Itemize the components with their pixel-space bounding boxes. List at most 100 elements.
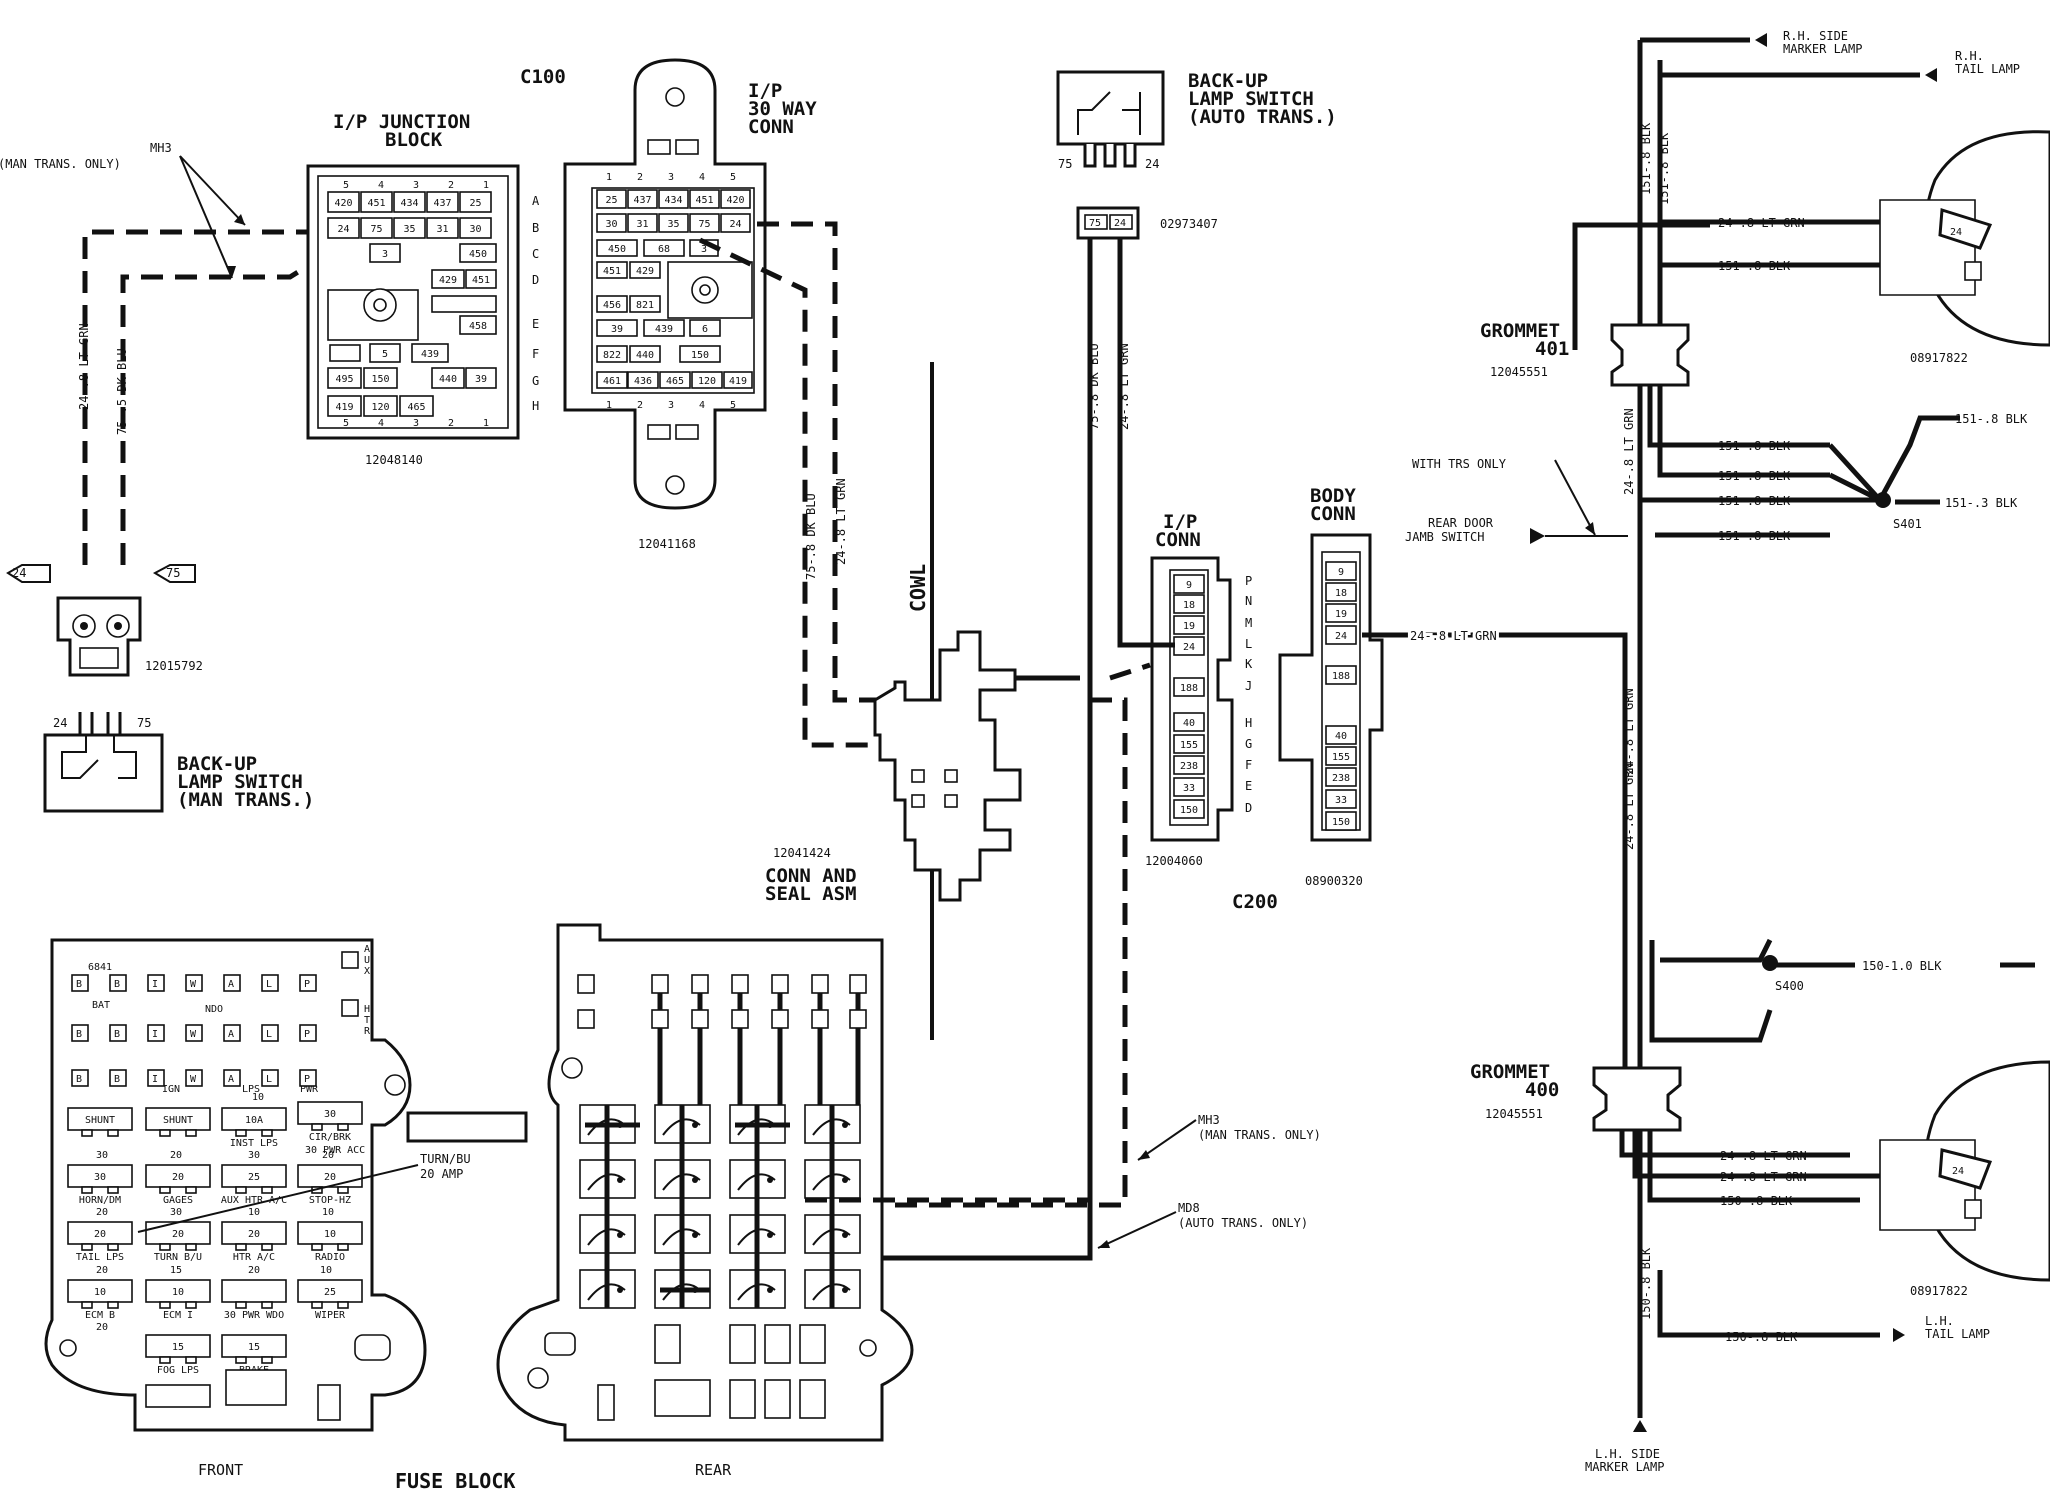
wire-label-151-d: 151-.8 BLK: [1718, 469, 1791, 483]
svg-text:434: 434: [664, 195, 682, 206]
fuse-label-htr: R: [364, 1026, 371, 1037]
w30-cell: 821: [629, 295, 661, 313]
svg-text:439: 439: [655, 324, 673, 335]
fuse-value: SHUNT: [163, 1115, 193, 1126]
svg-text:31: 31: [636, 219, 648, 230]
fuse-block-title: FUSE BLOCK: [395, 1469, 515, 1493]
conn-seal-part: 12041424: [773, 846, 831, 860]
w30-cell: 461: [596, 371, 628, 389]
fuse-terminal: L: [261, 1069, 279, 1087]
svg-text:18: 18: [1183, 600, 1195, 611]
body-conn-pin: 18: [1325, 582, 1357, 602]
jb-cell: 451: [465, 269, 497, 289]
svg-text:I/P: I/P: [1163, 511, 1197, 533]
svg-text:A: A: [228, 1074, 234, 1085]
jb-col-label: 1: [483, 180, 489, 191]
svg-text:155: 155: [1180, 740, 1198, 751]
fuse-value: 10: [324, 1229, 336, 1240]
jb-cell: 24: [327, 217, 360, 239]
fuse-block-rear: REAR: [496, 923, 1090, 1479]
rear-terminal: [849, 1009, 867, 1029]
wire-label-150-trunk: 150-.8 BLK: [1639, 1247, 1653, 1320]
svg-text:40: 40: [1183, 718, 1195, 729]
jb-row-label: A: [532, 194, 540, 208]
w30-col-label-bottom: 1: [606, 400, 612, 411]
svg-text:I: I: [152, 1074, 158, 1085]
ip-junction-block-part: 12048140: [365, 453, 423, 467]
fuse-value: 30: [324, 1109, 336, 1120]
svg-text:420: 420: [726, 195, 744, 206]
fuse-label: ECM B: [85, 1310, 115, 1321]
jb-cell: 5: [369, 343, 401, 363]
svg-text:9: 9: [1186, 580, 1192, 591]
fuse-value: 25: [248, 1172, 260, 1183]
w30-cell: 456: [596, 295, 628, 313]
wire-label-75-dk-blu-left: 75-.5 DK BLU: [115, 348, 129, 435]
fuse-value: 10A: [245, 1115, 263, 1126]
ip-30-way-part: 12041168: [638, 537, 696, 551]
fuse-sub-label: 20: [322, 1150, 334, 1161]
fuse-sub-label: 20: [96, 1322, 108, 1333]
svg-text:I/P: I/P: [748, 80, 782, 102]
wire-label-150-1: 150-1.0 BLK: [1862, 959, 1942, 973]
svg-text:120: 120: [371, 402, 389, 413]
w30-cell: 822: [596, 345, 628, 363]
rear-slot: [799, 1324, 826, 1364]
svg-text:(AUTO TRANS. ONLY): (AUTO TRANS. ONLY): [1178, 1216, 1308, 1230]
svg-text:25: 25: [469, 198, 481, 209]
fuse-label: AUX HTR A/C: [221, 1195, 287, 1206]
svg-text:TAIL LAMP: TAIL LAMP: [1925, 1327, 1990, 1341]
wire-label-151-a: 151-.8 BLK: [1639, 122, 1653, 195]
svg-text:25: 25: [605, 195, 617, 206]
jb-col-label: 5: [343, 180, 349, 191]
rh-side-marker-label: R.H. SIDE: [1783, 29, 1848, 43]
w30-cell: 451: [596, 261, 628, 279]
body-conn-pin: 40: [1325, 725, 1357, 745]
svg-text:(MAN TRANS. ONLY): (MAN TRANS. ONLY): [0, 157, 121, 171]
fuse-terminal: I: [147, 974, 165, 992]
svg-text:451: 451: [695, 195, 713, 206]
svg-text:401: 401: [1535, 338, 1569, 360]
jb-row-label: C: [532, 247, 539, 261]
svg-text:LAMP SWITCH: LAMP SWITCH: [177, 771, 303, 793]
fuse-label: HTR A/C: [233, 1252, 275, 1263]
wire-label-151-g: 151-.8 BLK: [1955, 412, 2028, 426]
svg-text:B: B: [76, 979, 82, 990]
fuse-value: 10: [94, 1287, 106, 1298]
svg-text:19: 19: [1335, 609, 1347, 620]
ip-conn-letter: F: [1245, 758, 1252, 772]
jb-cell: 420: [327, 191, 360, 213]
svg-text:439: 439: [421, 349, 439, 360]
rear-terminal: [811, 974, 829, 994]
fuse-sub-label: 10: [252, 1092, 264, 1103]
fuse-terminal: B: [109, 1024, 127, 1042]
svg-text:437: 437: [633, 195, 651, 206]
jb-row-label: H: [532, 399, 539, 413]
ip-conn-pin: 19: [1173, 615, 1205, 635]
w30-cell: 31: [627, 213, 658, 233]
body-conn-pin: 155: [1325, 746, 1357, 766]
svg-text:33: 33: [1335, 795, 1347, 806]
svg-text:B: B: [76, 1074, 82, 1085]
svg-text:19: 19: [1183, 621, 1195, 632]
svg-text:35: 35: [403, 224, 415, 235]
fuse-label-aux: X: [364, 966, 370, 977]
svg-text:6: 6: [702, 324, 708, 335]
jb-cell: 450: [459, 243, 497, 263]
fuse-sub-label: 10: [322, 1207, 334, 1218]
svg-text:465: 465: [666, 376, 684, 387]
rear-terminal: [691, 1009, 709, 1029]
rear-door-label: REAR DOOR: [1428, 516, 1494, 530]
fuse-label-lps: LPS: [242, 1084, 260, 1095]
ip-conn-pin: 18: [1173, 594, 1205, 614]
rear-terminal: [849, 974, 867, 994]
jb-cell: 75: [360, 217, 393, 239]
svg-text:JAMB SWITCH: JAMB SWITCH: [1405, 530, 1484, 544]
fuse-terminal: P: [299, 1024, 317, 1042]
svg-text:W: W: [190, 979, 197, 990]
fuse-terminal: A: [223, 974, 241, 992]
w30-cell: 30: [596, 213, 627, 233]
wire-label-24-trunk-b: 24-.8 LT GRN: [1622, 763, 1636, 850]
